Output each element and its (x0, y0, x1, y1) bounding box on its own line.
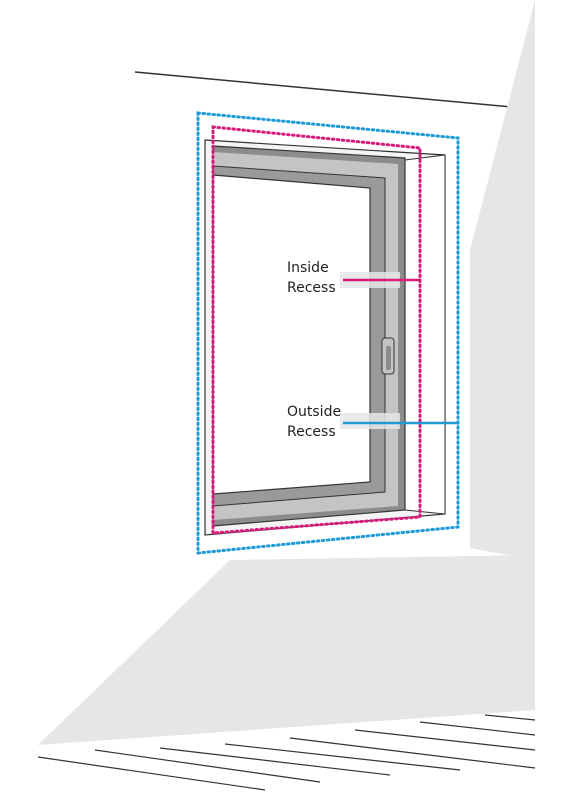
window-handle-icon (381, 337, 395, 375)
ceiling-line (134, 71, 523, 109)
outside-recess-label-line1: Outside (287, 404, 342, 420)
inside-recess-outline (211, 125, 422, 535)
outside-recess-label: Outside Recess (287, 402, 341, 442)
floor-lines (37, 714, 536, 791)
outside-label-band (340, 413, 400, 429)
inside-recess-label: Inside Recess (287, 258, 336, 298)
side-wall (470, 0, 535, 560)
inside-recess-label-line2: Recess (287, 280, 336, 296)
floor-shade (38, 555, 535, 745)
window-glass (212, 174, 371, 495)
outside-recess-label-line2: Recess (287, 424, 336, 440)
outside-recess-outline (196, 111, 460, 555)
reveal-right (404, 154, 446, 515)
inside-recess-label-line1: Inside (287, 260, 329, 276)
